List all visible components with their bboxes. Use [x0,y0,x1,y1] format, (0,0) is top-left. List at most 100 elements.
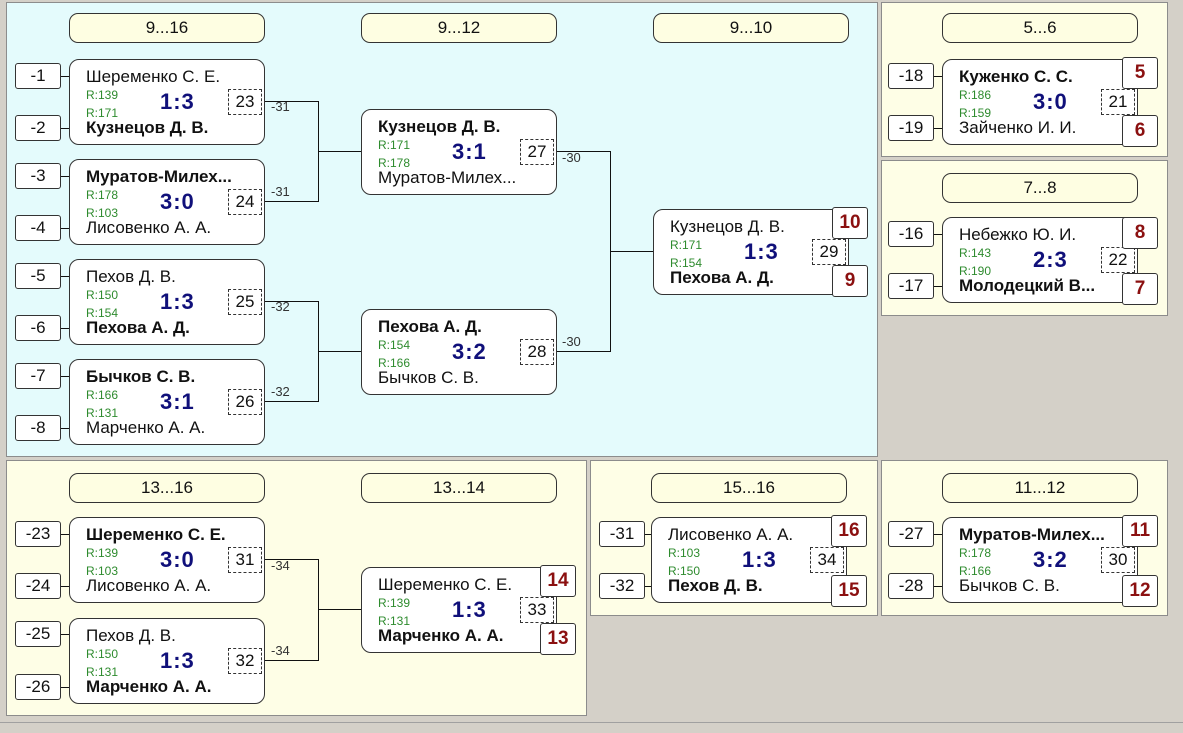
match-card[interactable]: Кузнецов Д. В. R:171 R:154 1:3 29 Пехова… [653,209,849,295]
loser-marker: -34 [271,558,290,573]
match-card[interactable]: Шеременко С. Е. R:139 R:131 1:3 33 Марче… [361,567,557,653]
seed-slot[interactable]: -16 [888,221,934,247]
seed-slot[interactable]: -25 [15,621,61,647]
match-card[interactable]: Шеременко С. Е. R:139 R:103 3:0 31 Лисов… [69,517,265,603]
player-rating: R:171 [378,138,411,152]
loser-marker: -32 [271,384,290,399]
place-badge: 13 [540,623,576,655]
match-card[interactable]: Бычков С. В. R:166 R:131 3:1 26 Марченко… [69,359,265,445]
horizontal-scrollbar[interactable] [0,722,1183,733]
match-score: 1:3 [452,597,487,622]
player-rating: R:150 [668,564,701,578]
seed-slot[interactable]: -23 [15,521,61,547]
match-number: 21 [1101,89,1135,115]
player-rating: R:131 [86,665,119,679]
seed-slot[interactable]: -3 [15,163,61,189]
match-score: 3:0 [160,547,195,572]
player-name-winner: Муратов-Милех... [959,525,1105,544]
header-13-14[interactable]: 13...14 [361,473,557,503]
player-rating: R:166 [959,564,992,578]
place-badge: 7 [1122,273,1158,305]
seed-slot[interactable]: -8 [15,415,61,441]
seed-slot[interactable]: -24 [15,573,61,599]
match-score: 1:3 [160,648,195,673]
seed-slot[interactable]: -2 [15,115,61,141]
seed-slot[interactable]: -4 [15,215,61,241]
seed-slot[interactable]: -32 [599,573,645,599]
panel-5-6: 5...6 -18 -19 Куженко С. С. R:186 R:159 … [881,2,1168,157]
match-card[interactable]: Кузнецов Д. В. R:171 R:178 3:1 27 Мурато… [361,109,557,195]
player-rating: R:131 [378,614,411,628]
player-name-winner: Пехова А. Д. [670,268,774,287]
header-5-6[interactable]: 5...6 [942,13,1138,43]
header-13-16[interactable]: 13...16 [69,473,265,503]
seed-slot[interactable]: -17 [888,273,934,299]
panel-15-16: 15...16 -31 -32 Лисовенко А. А. R:103 R:… [590,460,878,616]
player-name-winner: Молодецкий В... [959,276,1096,295]
seed-slot[interactable]: -5 [15,263,61,289]
header-11-12[interactable]: 11...12 [942,473,1138,503]
seed-slot[interactable]: -26 [15,674,61,700]
match-score: 3:1 [160,389,195,414]
match-score: 3:2 [1033,547,1068,572]
place-badge: 9 [832,265,868,297]
match-score: 1:3 [744,239,779,264]
player-name: Шеременко С. Е. [378,575,513,594]
header-7-8[interactable]: 7...8 [942,173,1138,203]
player-name: Муратов-Милех... [378,168,517,187]
player-rating: R:103 [86,564,119,578]
seed-slot[interactable]: -6 [15,315,61,341]
seed-slot[interactable]: -1 [15,63,61,89]
player-name: Небежко Ю. И. [959,225,1077,244]
match-number: 31 [228,547,262,573]
player-rating: R:166 [378,356,411,370]
place-badge: 14 [540,565,576,597]
seed-slot[interactable]: -31 [599,521,645,547]
match-number: 27 [520,139,554,165]
header-15-16[interactable]: 15...16 [651,473,847,503]
panel-11-12: 11...12 -27 -28 Муратов-Милех... R:178 R… [881,460,1168,616]
match-score: 2:3 [1033,247,1068,272]
place-badge: 15 [831,575,867,607]
place-badge: 6 [1122,115,1158,147]
seed-slot[interactable]: -27 [888,521,934,547]
player-rating: R:103 [668,546,701,560]
player-rating: R:186 [959,88,992,102]
player-rating: R:154 [670,256,703,270]
place-badge: 12 [1122,575,1158,607]
player-name-winner: Марченко А. А. [86,677,212,696]
match-card[interactable]: Муратов-Милех... R:178 R:166 3:2 30 Бычк… [942,517,1138,603]
match-card[interactable]: Небежко Ю. И. R:143 R:190 2:3 22 Молодец… [942,217,1138,303]
seed-slot[interactable]: -18 [888,63,934,89]
panel-7-8: 7...8 -16 -17 Небежко Ю. И. R:143 R:190 … [881,160,1168,316]
player-rating: R:159 [959,106,992,120]
match-card[interactable]: Муратов-Милех... R:178 R:103 3:0 24 Лисо… [69,159,265,245]
player-rating: R:143 [959,246,992,260]
header-9-10[interactable]: 9...10 [653,13,849,43]
panel-9-16: 9...16 9...12 9...10 -1 -2 -3 -4 -5 -6 -… [6,2,878,457]
player-name: Бычков С. В. [378,368,479,387]
match-card[interactable]: Пехова А. Д. R:154 R:166 3:2 28 Бычков С… [361,309,557,395]
match-card[interactable]: Лисовенко А. А. R:103 R:150 1:3 34 Пехов… [651,517,847,603]
player-rating: R:139 [86,88,119,102]
match-card[interactable]: Пехов Д. В. R:150 R:131 1:3 32 Марченко … [69,618,265,704]
seed-slot[interactable]: -19 [888,115,934,141]
player-name: Марченко А. А. [86,418,206,437]
player-name-winner: Пехова А. Д. [378,317,482,336]
player-rating: R:166 [86,388,119,402]
player-name-winner: Шеременко С. Е. [86,525,226,544]
player-name-winner: Кузнецов Д. В. [86,118,209,137]
seed-slot[interactable]: -28 [888,573,934,599]
match-card[interactable]: Пехов Д. В. R:150 R:154 1:3 25 Пехова А.… [69,259,265,345]
match-card[interactable]: Куженко С. С. R:186 R:159 3:0 21 Зайченк… [942,59,1138,145]
match-score: 1:3 [160,89,195,114]
header-9-12[interactable]: 9...12 [361,13,557,43]
header-9-16[interactable]: 9...16 [69,13,265,43]
match-score: 3:1 [452,139,487,164]
panel-13-16: 13...16 13...14 -23 -24 -25 -26 Шеременк… [6,460,587,716]
player-name-winner: Пехов Д. В. [668,576,763,595]
match-card[interactable]: Шеременко С. Е. R:139 R:171 1:3 23 Кузне… [69,59,265,145]
player-name: Лисовенко А. А. [86,218,212,237]
player-name: Бычков С. В. [959,576,1060,595]
seed-slot[interactable]: -7 [15,363,61,389]
